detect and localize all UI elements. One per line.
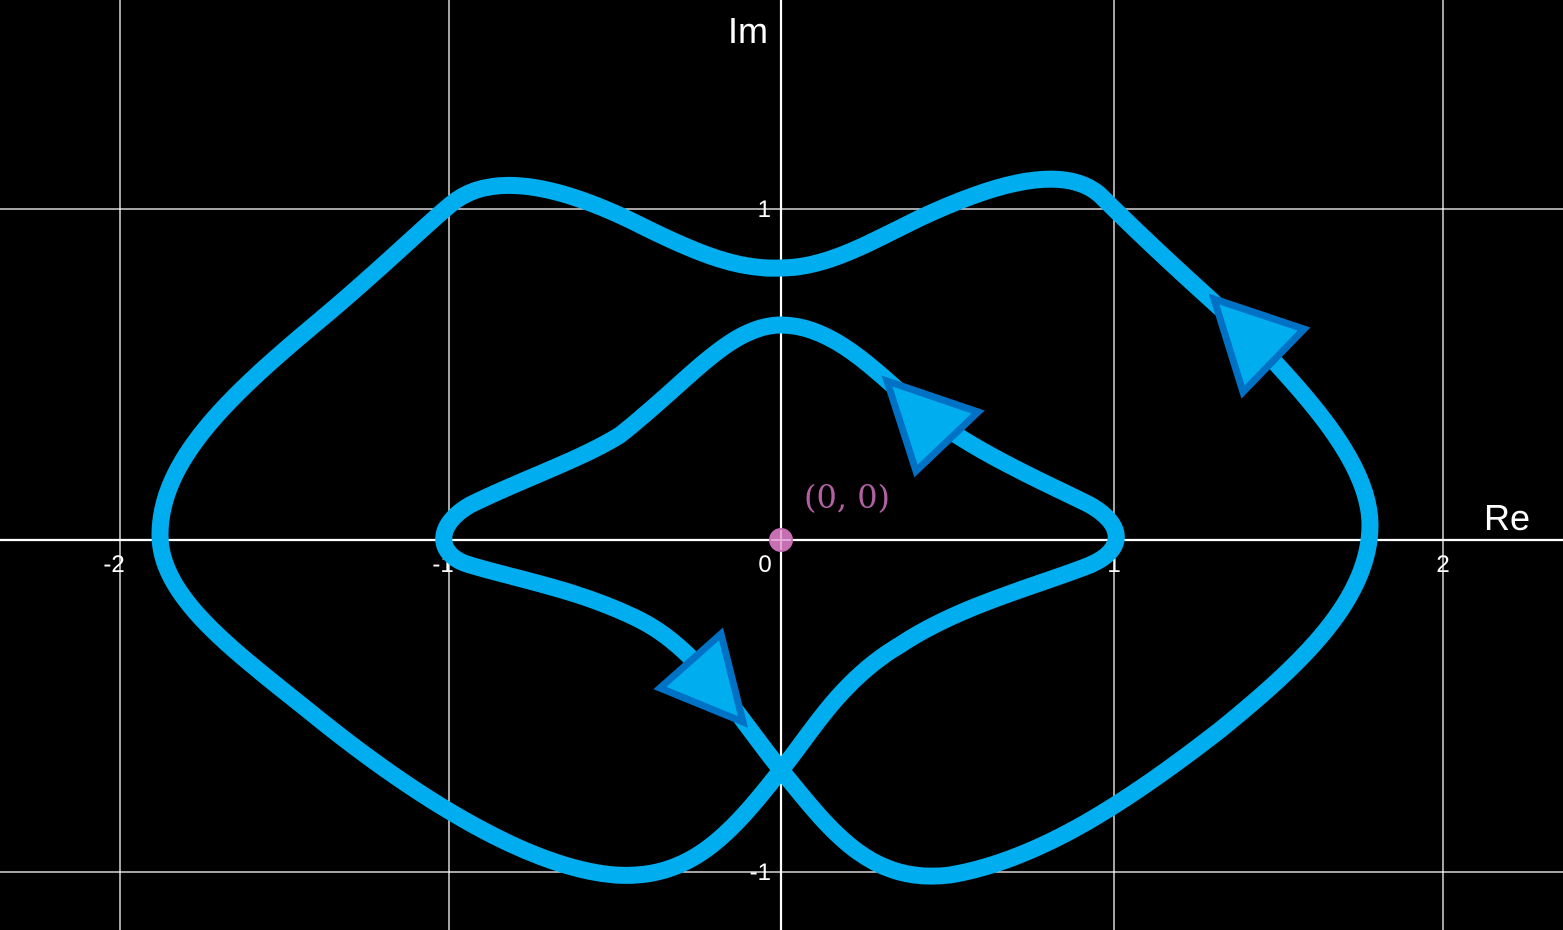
x-tick-neg2: -2 — [103, 551, 124, 578]
arrowhead-outer-right — [1208, 293, 1311, 399]
y-tick-1: 1 — [758, 196, 771, 223]
outer-contour — [151, 170, 1379, 885]
y-axis-title: Im — [728, 10, 768, 51]
inner-contour — [435, 316, 1125, 779]
x-tick-2: 2 — [1436, 551, 1449, 578]
origin-label: (0, 0) — [804, 478, 890, 516]
arrowhead-inner-lower — [653, 627, 749, 728]
y-tick-neg1: -1 — [750, 859, 771, 886]
x-axis-title: Re — [1484, 497, 1530, 538]
arrowhead-inner-upper — [881, 375, 985, 478]
x-tick-0: 0 — [758, 551, 771, 578]
